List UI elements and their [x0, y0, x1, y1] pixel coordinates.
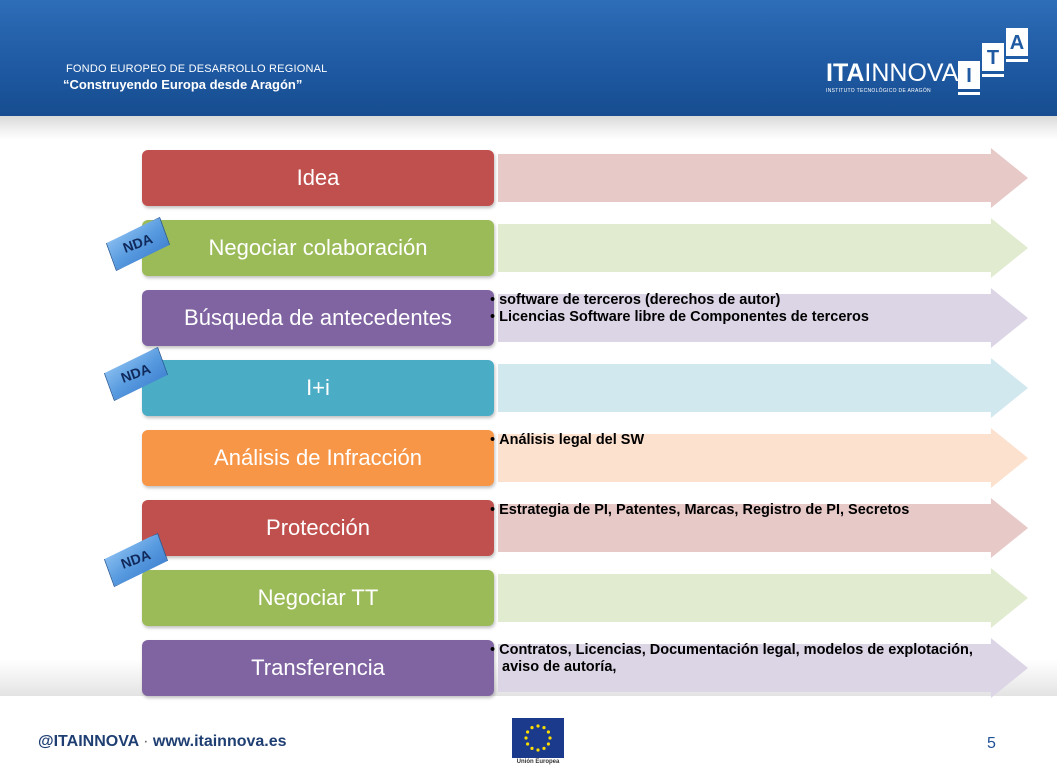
stage-row: Análisis de Infracción Análisis legal del…	[0, 428, 1057, 488]
stage-notes: Estrategia de PI, Patentes, Marcas, Regi…	[490, 502, 1010, 519]
stage-label: Transferencia	[251, 655, 385, 680]
stage-label: Negociar TT	[257, 585, 379, 610]
stage-row: Negociar TT	[0, 568, 1057, 628]
twitter-handle[interactable]: @ITAINNOVA	[38, 733, 139, 750]
page-number: 5	[987, 735, 996, 752]
footer-links: @ITAINNOVA · www.itainnova.es	[38, 733, 287, 751]
stage-row: Transferencia Contratos, Licencias, Docum…	[0, 638, 1057, 698]
stage-notes: Contratos, Licencias, Documentación lega…	[490, 642, 1010, 676]
stage-note-item: Contratos, Licencias, Documentación lega…	[490, 642, 1010, 676]
itainnova-logo: ITAINNOVA	[826, 58, 958, 88]
stage-note-item: Licencias Software libre de Componentes …	[490, 309, 1010, 326]
stage-note-item: Análisis legal del SW	[490, 432, 1010, 449]
stage-row: Protección Estrategia de PI, Patentes, Ma…	[0, 498, 1057, 558]
stage-box: Análisis de Infracción	[142, 430, 494, 486]
stage-arrow	[498, 568, 1028, 628]
logo-light: INNOVA	[864, 59, 959, 87]
stage-row: Búsqueda de antecedentes software de terc…	[0, 288, 1057, 348]
logo-letter-i: I	[966, 65, 972, 87]
fund-title: FONDO EUROPEO DE DESARROLLO REGIONAL	[66, 63, 328, 75]
header-shadow-band	[0, 116, 1057, 140]
stage-box: Protección	[142, 500, 494, 556]
stage-box: Búsqueda de antecedentes	[142, 290, 494, 346]
stage-arrow	[498, 148, 1028, 208]
stage-row: Negociar colaboración	[0, 218, 1057, 278]
stage-box: Negociar TT	[142, 570, 494, 626]
stage-label: Protección	[266, 515, 370, 540]
eu-flag-icon	[512, 718, 564, 758]
stage-row: I+i	[0, 358, 1057, 418]
stage-notes: software de terceros (derechos de autor)…	[490, 292, 1010, 326]
header-bar: FONDO EUROPEO DE DESARROLLO REGIONAL “Co…	[0, 0, 1057, 116]
logo-bold: ITA	[826, 59, 865, 87]
stage-arrow	[498, 358, 1028, 418]
stage-label: Idea	[296, 165, 340, 190]
stage-label: Negociar colaboración	[208, 235, 428, 260]
stage-box: Idea	[142, 150, 494, 206]
logo-subtitle: INSTITUTO TECNOLÓGICO DE ARAGÓN	[826, 88, 931, 94]
fund-slogan: “Construyendo Europa desde Aragón”	[63, 77, 303, 92]
stage-label: I+i	[306, 375, 330, 400]
stage-box: Negociar colaboración	[142, 220, 494, 276]
eu-label: Unión Europea	[516, 759, 560, 765]
logo-letter-a: A	[1010, 32, 1024, 54]
footer-separator: ·	[143, 733, 149, 750]
stage-notes: Análisis legal del SW	[490, 432, 1010, 449]
logo-letter-t: T	[987, 47, 999, 69]
stage-box: I+i	[142, 360, 494, 416]
stage-arrow	[498, 218, 1028, 278]
stage-label: Análisis de Infracción	[214, 445, 422, 470]
stage-box: Transferencia	[142, 640, 494, 696]
stage-label: Búsqueda de antecedentes	[184, 305, 452, 330]
stage-note-item: software de terceros (derechos de autor)	[490, 292, 1010, 309]
stage-row: Idea	[0, 148, 1057, 208]
website-link[interactable]: www.itainnova.es	[152, 733, 287, 750]
stage-note-item: Estrategia de PI, Patentes, Marcas, Regi…	[490, 502, 1010, 519]
ita-logo-mark-icon: I T A	[958, 28, 1028, 95]
